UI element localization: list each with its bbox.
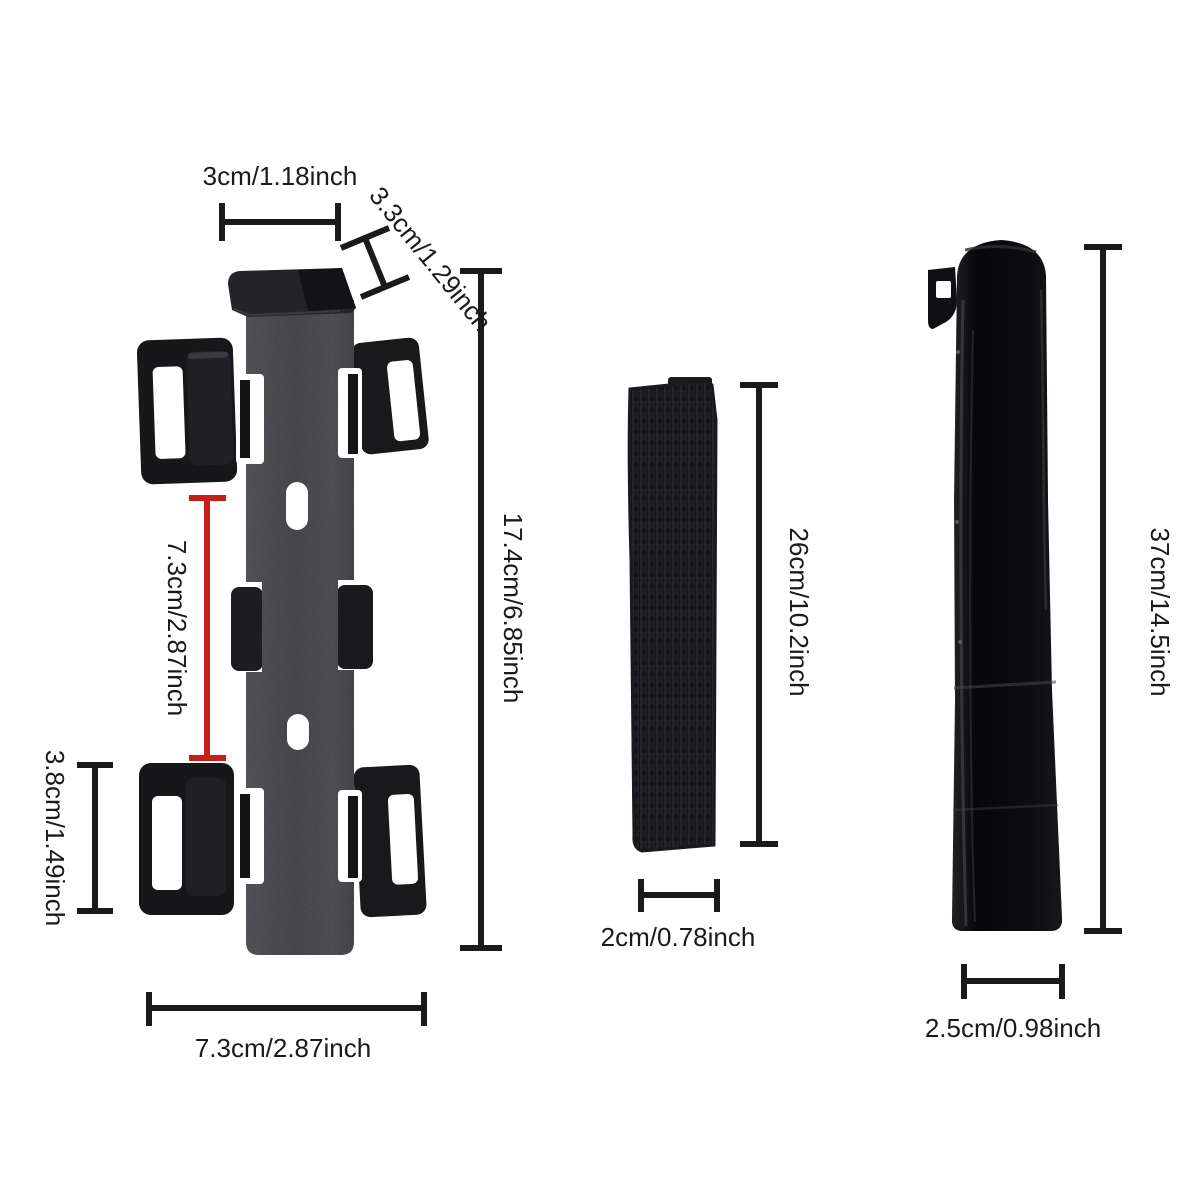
dim-label-bracket-base-width: 7.3cm/2.87inch (195, 1033, 371, 1063)
velcro-strap-hook-slot (936, 281, 951, 298)
velcro-strap-speck-2 (955, 520, 959, 524)
dim-bracket-height (460, 268, 502, 951)
bracket-top-hook-fold (298, 268, 356, 311)
bracket-wing-top-left-highlight (188, 351, 229, 359)
bracket-wing-top-left (136, 337, 238, 485)
velcro-strap-top-sheen (964, 244, 1037, 254)
bracket-wing-top-right (351, 337, 429, 455)
dim-line (362, 236, 388, 289)
velcro-strap-sheen-inner (969, 329, 976, 923)
dim-label-bracket-height: 17.4cm/6.85inch (498, 513, 528, 704)
dim-velcro-strap-width (961, 964, 1065, 999)
bracket-middle-tab-left (231, 587, 263, 671)
bracket-middle-tab-right (337, 585, 373, 669)
dim-bracket-inner-span (189, 495, 226, 761)
velcro-strap-sheen-left (959, 299, 968, 927)
mounting-bracket (136, 268, 429, 955)
bracket-top-hook-edge (233, 308, 341, 317)
dim-label-velcro-strap-width: 2.5cm/0.98inch (925, 1013, 1101, 1043)
bracket-wing-bottom-left (139, 763, 234, 915)
velcro-strap-body (951, 240, 1063, 931)
elastic-strap-body (627, 379, 718, 853)
bracket-slot-upper-left-bar (240, 380, 250, 458)
dim-label-bracket-hook-depth: 3.3cm/1.29inch (363, 181, 497, 337)
dim-label-elastic-strap-width: 2cm/0.78inch (601, 922, 756, 952)
dim-bracket-base-width (146, 992, 427, 1026)
velcro-strap-scuff-lower (952, 803, 1059, 812)
bracket-wing-top-right-slot (387, 360, 421, 442)
bracket-wing-bottom-right-slot (387, 794, 419, 885)
bracket-hole-upper (286, 482, 308, 530)
bracket-wing-bottom-right (353, 764, 427, 918)
bracket-slot-lower-right-bar (348, 796, 358, 878)
bracket-slot-lower-left-bar (240, 794, 250, 878)
bracket-wing-bottom-left-bar (186, 778, 226, 896)
dim-label-bracket-wing-height: 3.8cm/1.49inch (40, 750, 70, 926)
dim-bracket-hook-depth (339, 225, 411, 300)
velcro-strap (928, 240, 1063, 931)
dim-label-bracket-top-width: 3cm/1.18inch (203, 161, 358, 191)
dim-cap (359, 274, 411, 300)
bracket-hole-lower (287, 714, 309, 750)
dim-label-bracket-inner-span: 7.3cm/2.87inch (162, 540, 192, 716)
elastic-strap (627, 377, 718, 853)
dim-bracket-wing-height (77, 762, 113, 914)
dim-elastic-strap-width (638, 879, 720, 912)
bracket-wing-bottom-left-slot (152, 796, 182, 890)
velcro-strap-scuff-upper (953, 680, 1057, 690)
bracket-wing-top-left-bar (186, 350, 234, 466)
velcro-strap-sheen-right (1039, 289, 1048, 611)
velcro-strap-speck-3 (958, 640, 962, 644)
dim-bracket-top-width (219, 203, 341, 241)
dim-label-velcro-strap-length: 37cm/14.5inch (1145, 527, 1175, 696)
bracket-wing-top-left-slot (152, 366, 186, 459)
dim-elastic-strap-length (740, 382, 778, 847)
bracket-slot-upper-right-bar (348, 374, 358, 454)
velcro-strap-speck-1 (956, 350, 960, 354)
dim-cap (339, 225, 391, 251)
dim-label-elastic-strap-length: 26cm/10.2inch (784, 527, 814, 696)
dim-velcro-strap-length (1084, 244, 1122, 934)
